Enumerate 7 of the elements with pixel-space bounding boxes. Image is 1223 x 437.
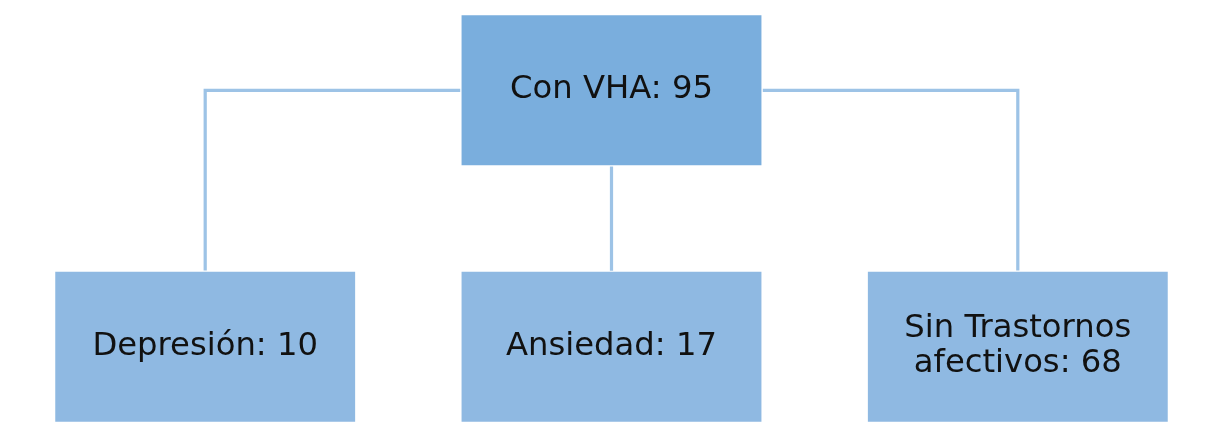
- node-box: Sin Trastornos afectivos: 68: [866, 270, 1170, 424]
- connector: [762, 88, 1020, 271]
- node-box: Con VHA: 95: [459, 13, 764, 167]
- connector: [609, 166, 614, 271]
- node-box: Depresión: 10: [53, 270, 357, 424]
- connector: [203, 88, 461, 271]
- node-box: Ansiedad: 17: [459, 270, 764, 424]
